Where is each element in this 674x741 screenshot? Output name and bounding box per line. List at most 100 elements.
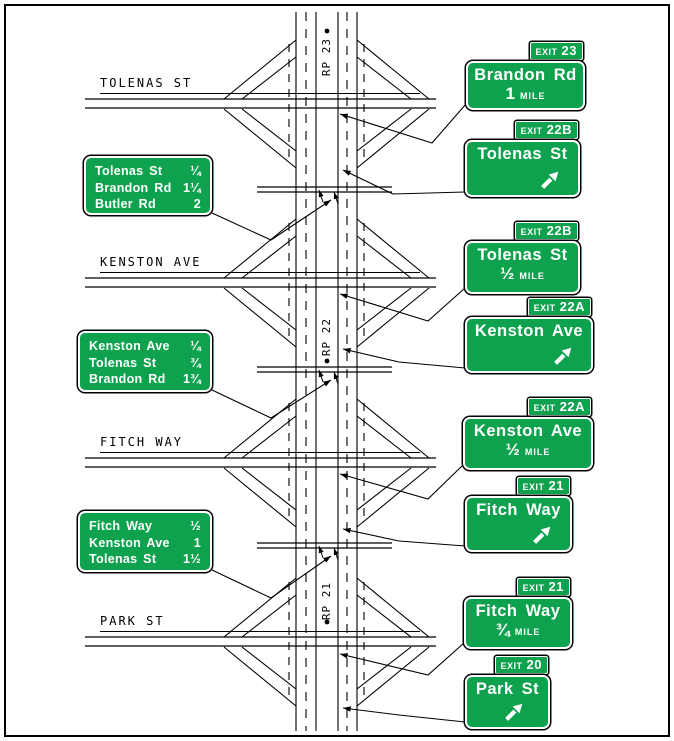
mileage-destination: Butler Rd: [95, 197, 156, 211]
exit-word: EXIT: [520, 126, 543, 136]
mileage-distance: ¼: [190, 339, 201, 353]
exit-word: EXIT: [533, 303, 556, 313]
sign-bridges: [257, 186, 392, 549]
exit-number: 22A: [559, 399, 585, 414]
exit-number: 22B: [546, 223, 572, 238]
sign-panel: Park St: [465, 675, 550, 729]
exit-word: EXIT: [535, 47, 558, 57]
mileage-destination: Tolenas St: [89, 552, 157, 566]
leader-lines: [211, 103, 467, 723]
leader-kenston-exit: [342, 348, 466, 369]
mileage-destination: Kenston Ave: [89, 339, 170, 353]
exit-number: 20: [526, 657, 542, 672]
advance-guide-sign-brandon-rd: EXIT 23 Brandon Rd 1 MILE: [466, 42, 585, 110]
exit-number-tab: EXIT 22B: [514, 121, 578, 139]
mileage-distance: 1: [193, 535, 201, 550]
advance-guide-sign-fitch: EXIT 21 Fitch Way ¾ MILE: [464, 578, 572, 649]
leader-mileage-3: [211, 555, 332, 599]
sign-distance: ¾: [495, 620, 510, 639]
exit-number-tab: EXIT 20: [494, 656, 548, 674]
street-label-park: PARK ST: [100, 614, 420, 632]
freeway-mainline: [288, 12, 365, 731]
mileage-row: Fitch Way ½: [89, 518, 201, 535]
exit-number: 21: [548, 478, 564, 493]
leader-fitch-advance: [339, 642, 465, 676]
exit-arrow-icon: [541, 171, 559, 189]
sign-distance-unit: MILE: [514, 626, 541, 637]
sign-distance: 1: [505, 84, 515, 103]
mileage-destination: Tolenas St: [89, 355, 157, 370]
mileage-row: Tolenas St ¾: [89, 355, 201, 372]
exit-number-tab: EXIT 22B: [514, 222, 578, 240]
exit-word: EXIT: [500, 661, 523, 671]
mileage-destination: Fitch Way: [89, 519, 153, 533]
drawing-border: [4, 4, 670, 737]
exit-direction-sign-fitch: EXIT 21 Fitch Way: [465, 477, 572, 552]
sign-panel: Brandon Rd 1 MILE: [466, 61, 585, 110]
exit-word: EXIT: [522, 482, 545, 492]
exit-number-tab: EXIT 22A: [527, 398, 591, 416]
sign-destination: Tolenas St: [477, 246, 568, 264]
sign-destination: Fitch Way: [476, 501, 561, 519]
leader-brandon-advance: [339, 103, 467, 144]
reference-post-label-rp23: RP 23: [320, 37, 333, 77]
exit-arrow-icon: [505, 703, 523, 721]
exit-number-tab: EXIT 21: [516, 477, 570, 495]
mileage-sign-3: Fitch Way ½ Kenston Ave 1 Tolenas St 1½: [78, 511, 212, 572]
mileage-row: Brandon Rd 1¾: [89, 371, 201, 388]
exit-arrow-icon: [554, 347, 572, 365]
street-label-tolenas: TOLENAS ST: [100, 76, 420, 94]
sign-panel: Fitch Way ¾ MILE: [464, 597, 572, 649]
mileage-row: Tolenas St ¼: [95, 163, 201, 180]
cross-streets: [85, 98, 436, 647]
mileage-destination: Brandon Rd: [95, 180, 172, 195]
reference-post-dots: [324, 28, 330, 625]
sign-distance: ½: [505, 440, 520, 459]
advance-guide-sign-kenston: EXIT 22A Kenston Ave ½ MILE: [463, 398, 593, 470]
exit-number: 23: [561, 43, 577, 58]
sign-destination: Tolenas St: [477, 145, 568, 163]
sign-distance-unit: MILE: [519, 90, 546, 101]
sign-bridge-ticks: [318, 189, 339, 561]
exit-number: 21: [548, 579, 564, 594]
sign-distance-unit: MILE: [519, 270, 545, 281]
exit-number: 22B: [546, 122, 572, 137]
sign-destination: Kenston Ave: [473, 422, 583, 440]
mileage-row: Butler Rd 2: [95, 196, 201, 213]
sign-destination: Park St: [475, 680, 540, 698]
exit-number: 22A: [559, 299, 585, 314]
mileage-row: Tolenas St 1½: [89, 551, 201, 568]
sign-destination: Kenston Ave: [474, 322, 584, 340]
sign-destination: Fitch Way: [475, 602, 561, 620]
mileage-distance: 1¾: [183, 372, 201, 386]
mileage-row: Kenston Ave ¼: [89, 338, 201, 355]
leader-tolenas-advance: [339, 287, 466, 322]
leader-tolenas-exit: [342, 169, 466, 195]
sign-panel: Tolenas St ½ MILE: [465, 241, 580, 294]
exit-direction-sign-park: EXIT 20 Park St: [465, 656, 550, 729]
exit-word: EXIT: [522, 583, 545, 593]
exit-arrow-icon: [533, 526, 551, 544]
leader-kenston-advance: [339, 464, 464, 500]
exit-direction-sign-tolenas: EXIT 22B Tolenas St: [465, 121, 580, 197]
sign-destination: Brandon Rd: [474, 66, 577, 84]
mileage-destination: Kenston Ave: [89, 535, 170, 550]
sign-distance-unit: MILE: [524, 446, 551, 457]
leader-mileage-1: [211, 199, 332, 241]
sign-panel: Fitch Way: [465, 496, 572, 552]
mileage-distance: 2: [193, 197, 201, 211]
leader-fitch-exit: [342, 527, 466, 547]
mileage-sign-1: Tolenas St ¼ Brandon Rd 1¼ Butler Rd 2: [84, 156, 212, 215]
exit-word: EXIT: [533, 403, 556, 413]
mileage-destination: Brandon Rd: [89, 372, 166, 386]
mileage-distance: ¼: [190, 164, 201, 178]
sign-panel: Tolenas St: [465, 140, 580, 197]
leader-mileage-2: [211, 379, 332, 419]
exit-number-tab: EXIT 22A: [527, 298, 591, 316]
mileage-destination: Tolenas St: [95, 164, 163, 178]
interchange-ramps: [223, 39, 430, 707]
reference-post-label-rp22: RP 22: [320, 317, 333, 357]
mileage-distance: ¾: [190, 355, 201, 370]
